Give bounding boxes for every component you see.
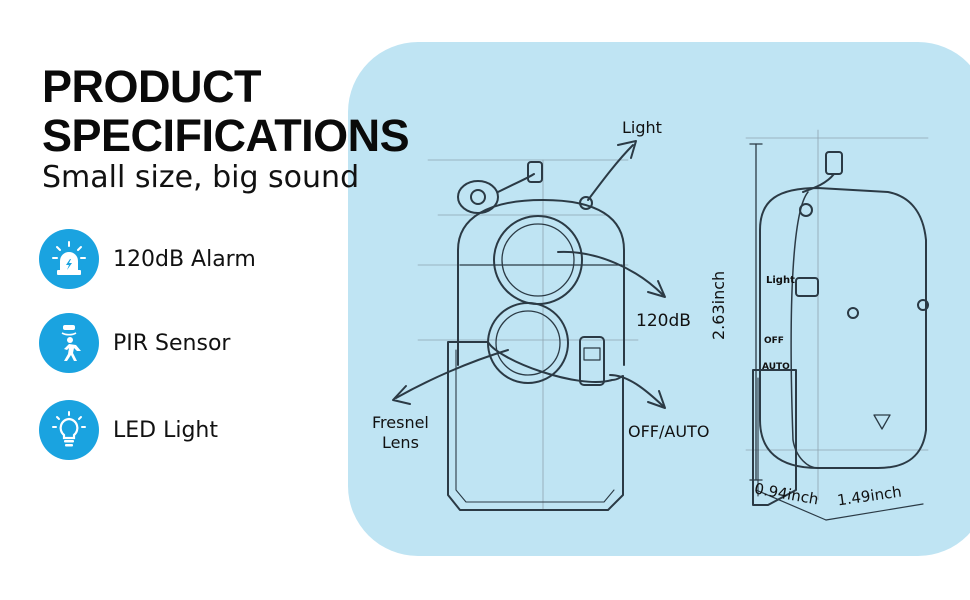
annotation-fresnel-line2: Lens: [381, 433, 419, 452]
background-panel: [348, 42, 970, 556]
light-bulb-icon: [39, 400, 99, 460]
device-side-view: [745, 129, 929, 521]
annotation-light: Light: [622, 118, 662, 137]
annotation-off-auto: OFF/AUTO: [628, 422, 710, 441]
feature-led: LED Light: [39, 400, 218, 460]
subtitle: Small size, big sound: [42, 160, 360, 195]
annotation-120db: 120dB: [636, 311, 691, 331]
title-line-2: SPECIFICATIONS: [42, 110, 410, 161]
title-line-1: PRODUCT: [42, 61, 262, 112]
side-label-off: OFF: [764, 336, 784, 346]
feature-alarm-label: 120dB Alarm: [113, 246, 256, 272]
feature-alarm: 120dB Alarm: [39, 229, 256, 289]
feature-pir: PIR Sensor: [39, 313, 230, 373]
side-label-auto: AUTO: [762, 362, 790, 372]
page-title: PRODUCT SPECIFICATIONS: [42, 61, 410, 161]
device-front-view: [392, 140, 666, 511]
side-label-light: Light: [766, 275, 795, 286]
device-sketch: [392, 129, 929, 521]
annotation-fresnel-lens: Fresnel Lens: [372, 413, 429, 453]
annotation-fresnel-line1: Fresnel: [372, 413, 429, 432]
dimension-height: 2.63inch: [709, 270, 728, 340]
motion-sensor-person-icon: [39, 313, 99, 373]
feature-pir-label: PIR Sensor: [113, 330, 231, 356]
alarm-siren-icon: [39, 229, 99, 289]
feature-led-label: LED Light: [113, 417, 218, 443]
